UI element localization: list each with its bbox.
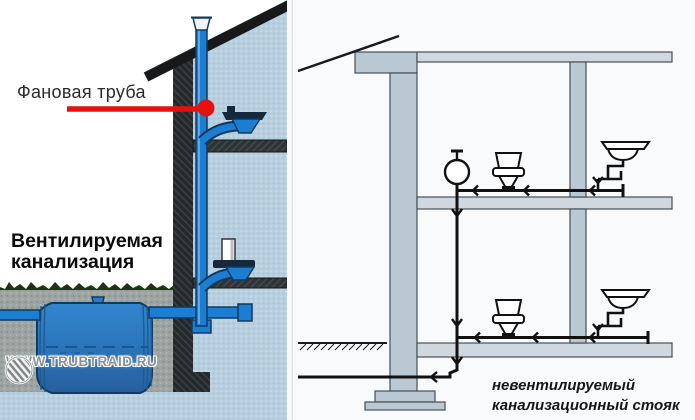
left-panel-diagram [0,0,287,420]
right-caption-line1: невентилируемый [492,377,636,394]
toilet-upper [492,152,525,192]
vent-pipe-cap [192,17,211,31]
lower-toilet [198,238,256,293]
right-caption-line2: канализационный стояк [492,397,680,414]
system-title-line2: канализация [11,251,135,273]
ground-line [298,342,387,351]
pipe-bell-end [237,303,253,322]
watermark: WWW.TRUBTRAID.RU [3,354,158,385]
watermark-text: WWW.TRUBTRAID.RU [6,354,158,369]
watermark-logo-icon [4,355,34,385]
vent-pipe-label: Фановая труба [17,82,146,102]
building-frame [354,51,673,411]
right-panel-diagram [287,0,695,420]
system-title-line1: Вентилируемая [11,230,163,252]
air-admittance-valve [443,149,471,186]
upper-toilet [198,106,267,146]
underground-pipes [0,303,253,322]
sink-lower [596,289,651,336]
sewer-riser [298,184,459,379]
septic-tank [36,296,153,394]
roof-line [297,34,400,73]
sink-upper [596,141,651,189]
roof [143,0,287,82]
red-arrow [67,99,215,117]
right-caption: невентилируемый канализационный стояк [492,376,680,416]
riser-flow-arrows [429,208,463,383]
system-title: Вентилируемая канализация [11,231,163,273]
toilet-lower [492,299,525,339]
vent-pipe-stack [191,16,212,334]
panel-separator [291,0,293,420]
